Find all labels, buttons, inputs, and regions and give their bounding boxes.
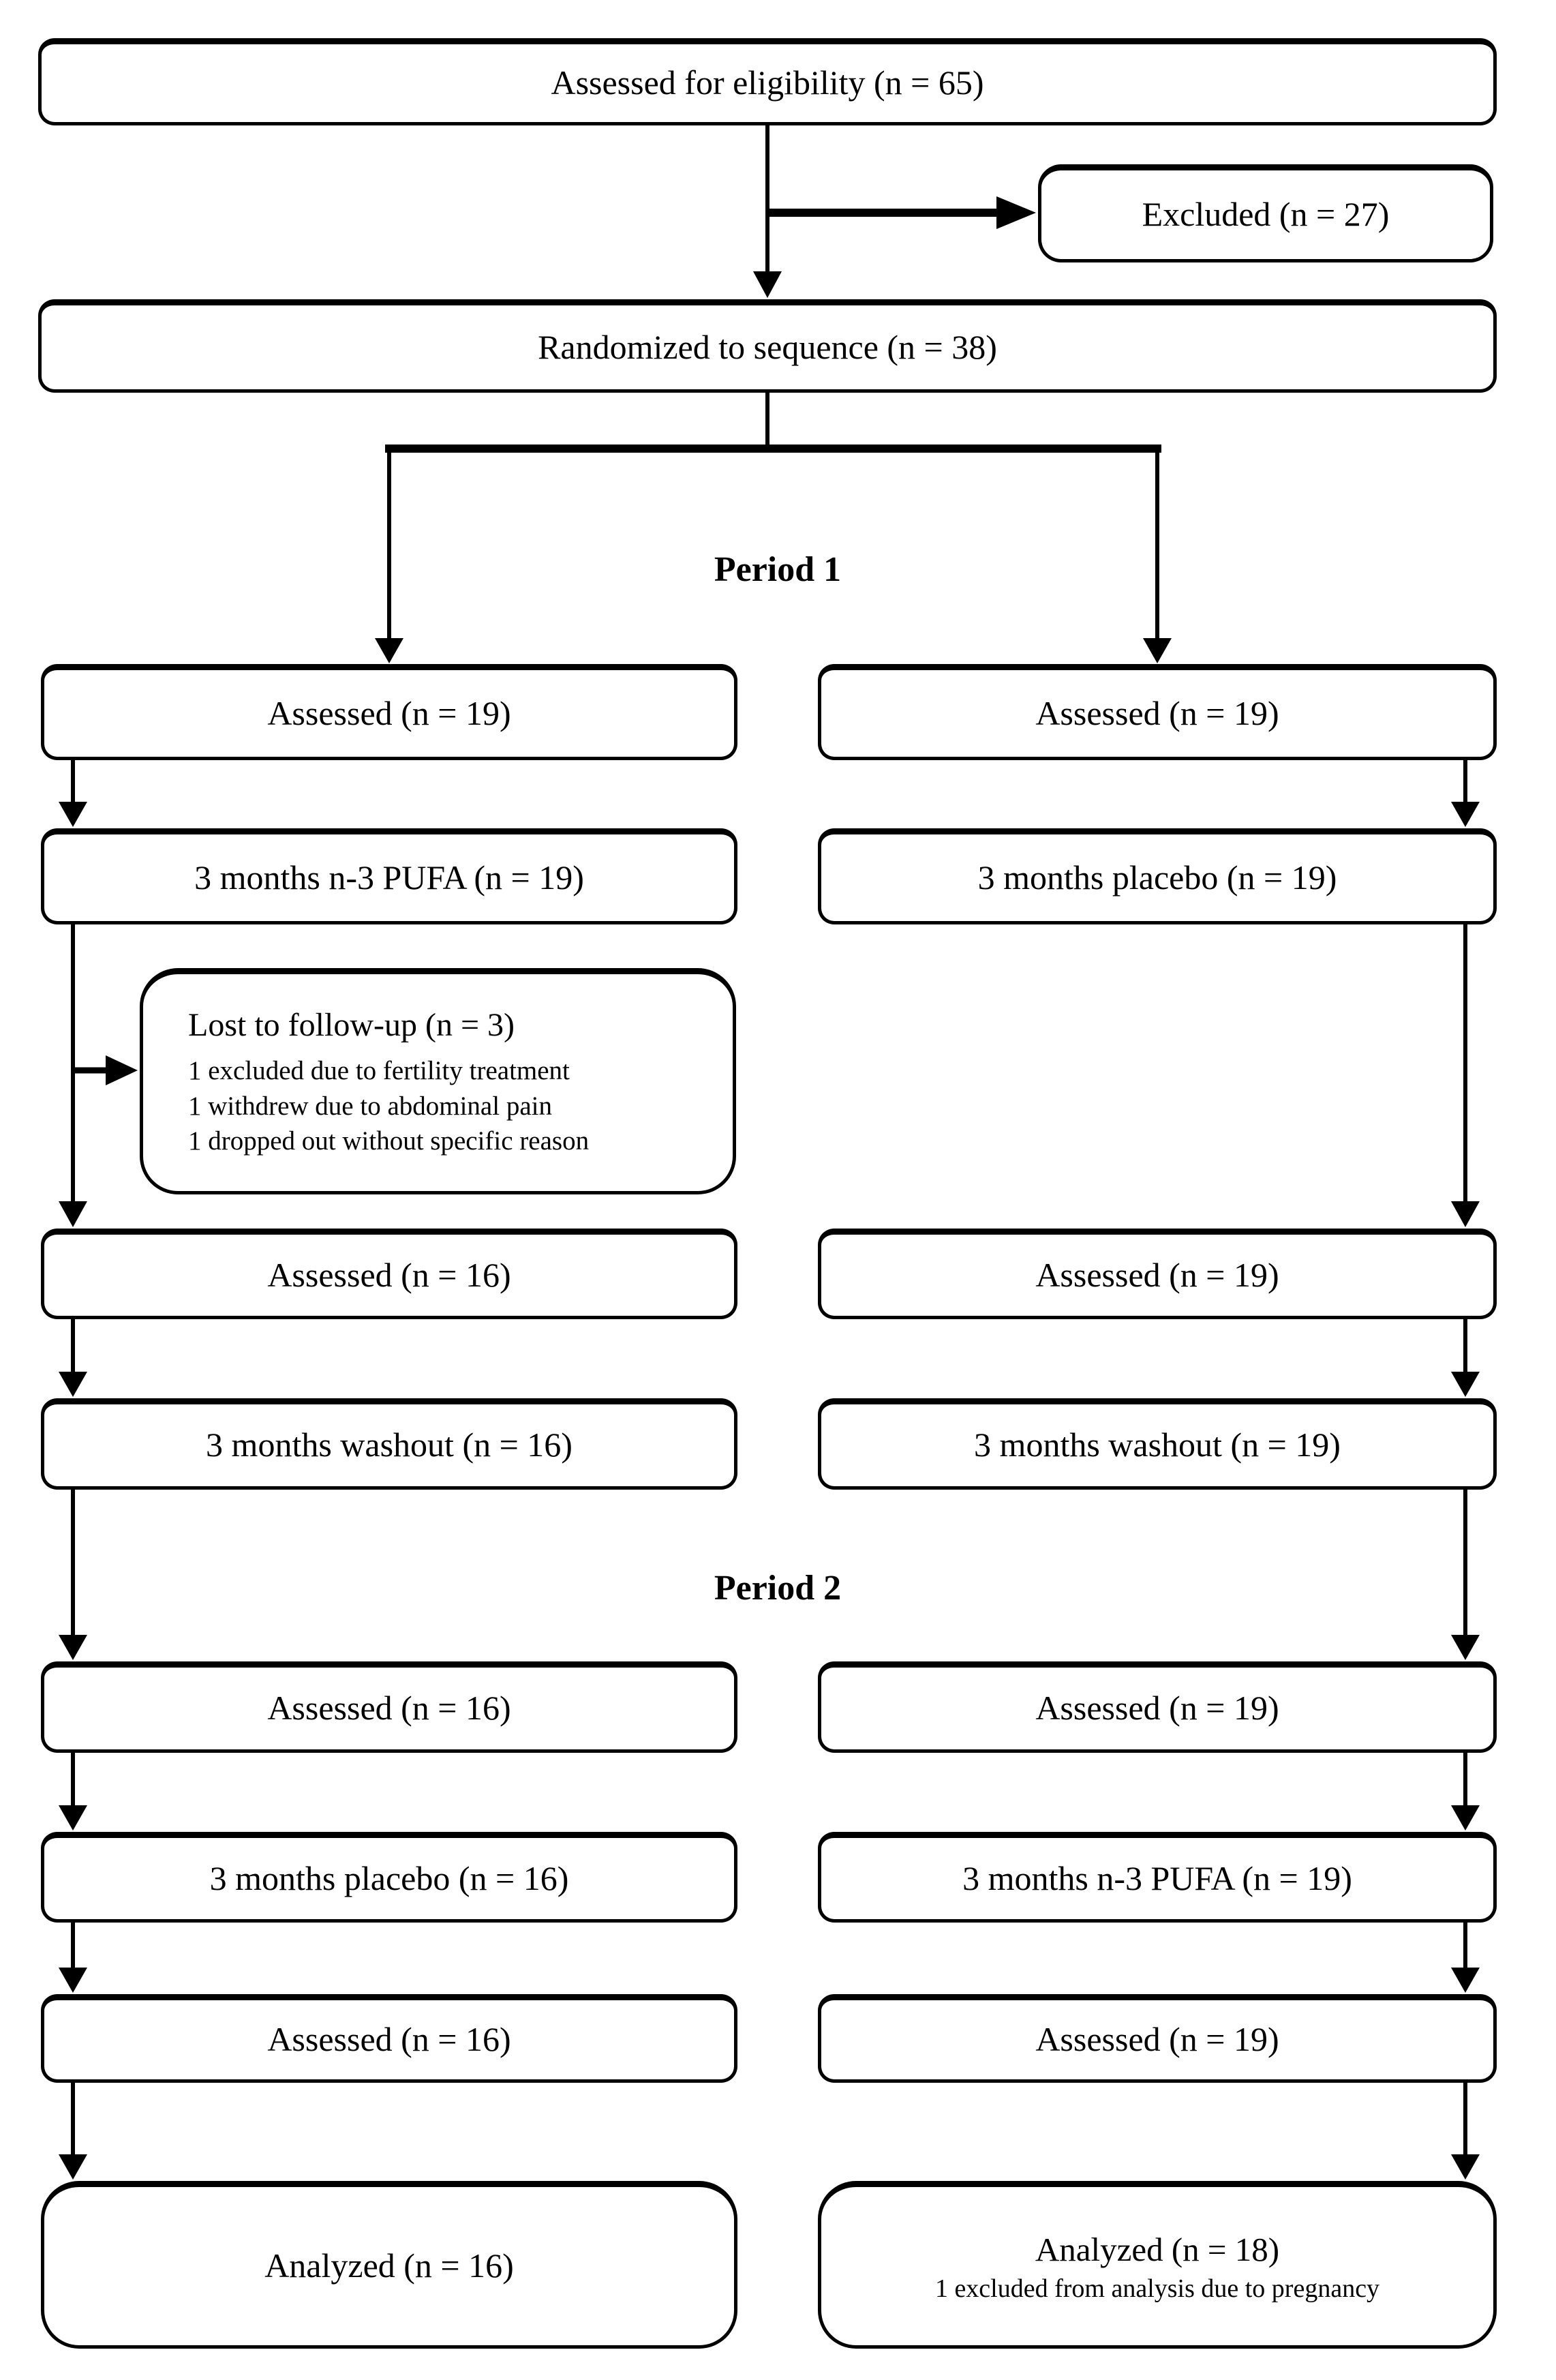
arrowhead-down-icon [375,638,403,663]
box-p1-left-assessed: Assessed (n = 19) [41,664,737,760]
box-p2-right-treatment: 3 months n-3 PUFA (n = 19) [818,1832,1497,1923]
box-p2-left-treatment: 3 months placebo (n = 16) [41,1832,737,1923]
box-p1-left-assessed-label: Assessed (n = 19) [267,693,511,732]
lost-to-followup-title: Lost to follow-up (n = 3) [188,1007,515,1044]
box-p2-left-assessed: Assessed (n = 16) [41,1661,737,1753]
arrowhead-down-icon [59,1805,87,1831]
arrowhead-down-icon [753,271,782,298]
box-analyzed-left: Analyzed (n = 16) [41,2181,737,2349]
arrowhead-down-icon [1451,1968,1480,1993]
box-p2-right-treatment-label: 3 months n-3 PUFA (n = 19) [962,1858,1352,1897]
box-p2-right-assessed-2: Assessed (n = 19) [818,1994,1497,2083]
arrowhead-down-icon [59,1372,87,1397]
box-p1-left-treatment: 3 months n-3 PUFA (n = 19) [41,828,737,924]
arrowhead-down-icon [59,2154,87,2180]
box-p1-left-assessed-2: Assessed (n = 16) [41,1229,737,1319]
period-2-label: Period 2 [714,1569,842,1608]
arrowhead-down-icon [1451,1805,1480,1831]
box-randomized-label: Randomized to sequence (n = 38) [538,327,997,366]
arrowhead-down-icon [1451,1372,1480,1397]
arrowhead-down-icon [59,1968,87,1993]
box-p2-right-assessed: Assessed (n = 19) [818,1661,1497,1753]
box-p1-right-assessed: Assessed (n = 19) [818,664,1497,760]
arrowhead-down-icon [1451,802,1480,827]
box-p2-left-treatment-label: 3 months placebo (n = 16) [209,1858,569,1897]
arrowhead-down-icon [59,1201,87,1227]
box-p1-left-assessed-2-label: Assessed (n = 16) [267,1255,511,1294]
arrowhead-down-icon [1451,1201,1480,1227]
box-p2-left-assessed-2-label: Assessed (n = 16) [267,2020,511,2059]
box-p1-right-assessed-2-label: Assessed (n = 19) [1035,1255,1279,1294]
box-analyzed-right-label: Analyzed (n = 18) [1035,2230,1280,2268]
box-assessed-eligibility: Assessed for eligibility (n = 65) [38,38,1497,125]
box-assessed-eligibility-label: Assessed for eligibility (n = 65) [551,63,984,102]
box-p1-right-assessed-2: Assessed (n = 19) [818,1229,1497,1319]
box-p1-left-washout: 3 months washout (n = 16) [41,1398,737,1490]
box-excluded: Excluded (n = 27) [1038,164,1493,262]
box-analyzed-right: Analyzed (n = 18) 1 excluded from analys… [818,2181,1497,2349]
arrowhead-down-icon [1451,1635,1480,1660]
box-p1-left-washout-label: 3 months washout (n = 16) [206,1426,573,1464]
lost-reason: 1 dropped out without specific reason [188,1126,590,1156]
box-excluded-label: Excluded (n = 27) [1142,195,1390,234]
lost-reason: 1 excluded due to fertility treatment [188,1056,570,1086]
box-analyzed-left-label: Analyzed (n = 16) [264,2246,514,2285]
box-p1-right-assessed-label: Assessed (n = 19) [1035,693,1279,732]
arrowhead-right-icon [996,196,1036,229]
box-p1-right-treatment: 3 months placebo (n = 19) [818,828,1497,924]
box-randomized: Randomized to sequence (n = 38) [38,299,1497,393]
period-1-label: Period 1 [714,550,842,589]
arrowhead-down-icon [1451,2154,1480,2180]
arrowhead-down-icon [1143,638,1172,663]
box-p2-left-assessed-label: Assessed (n = 16) [267,1689,511,1728]
arrowhead-down-icon [59,1635,87,1660]
box-p1-right-washout-label: 3 months washout (n = 19) [974,1426,1341,1464]
box-lost-to-followup: Lost to follow-up (n = 3) 1 excluded due… [140,968,736,1194]
lost-reason: 1 withdrew due to abdominal pain [188,1091,552,1121]
box-p2-right-assessed-label: Assessed (n = 19) [1035,1689,1279,1728]
arrowhead-down-icon [59,802,87,827]
arrowhead-right-icon [106,1055,138,1085]
box-p2-right-assessed-2-label: Assessed (n = 19) [1035,2020,1279,2059]
box-p2-left-assessed-2: Assessed (n = 16) [41,1994,737,2083]
box-p1-left-treatment-label: 3 months n-3 PUFA (n = 19) [194,858,584,897]
box-p1-right-treatment-label: 3 months placebo (n = 19) [977,858,1337,897]
box-analyzed-right-note: 1 excluded from analysis due to pregnanc… [934,2274,1380,2303]
box-p1-right-washout: 3 months washout (n = 19) [818,1398,1497,1490]
